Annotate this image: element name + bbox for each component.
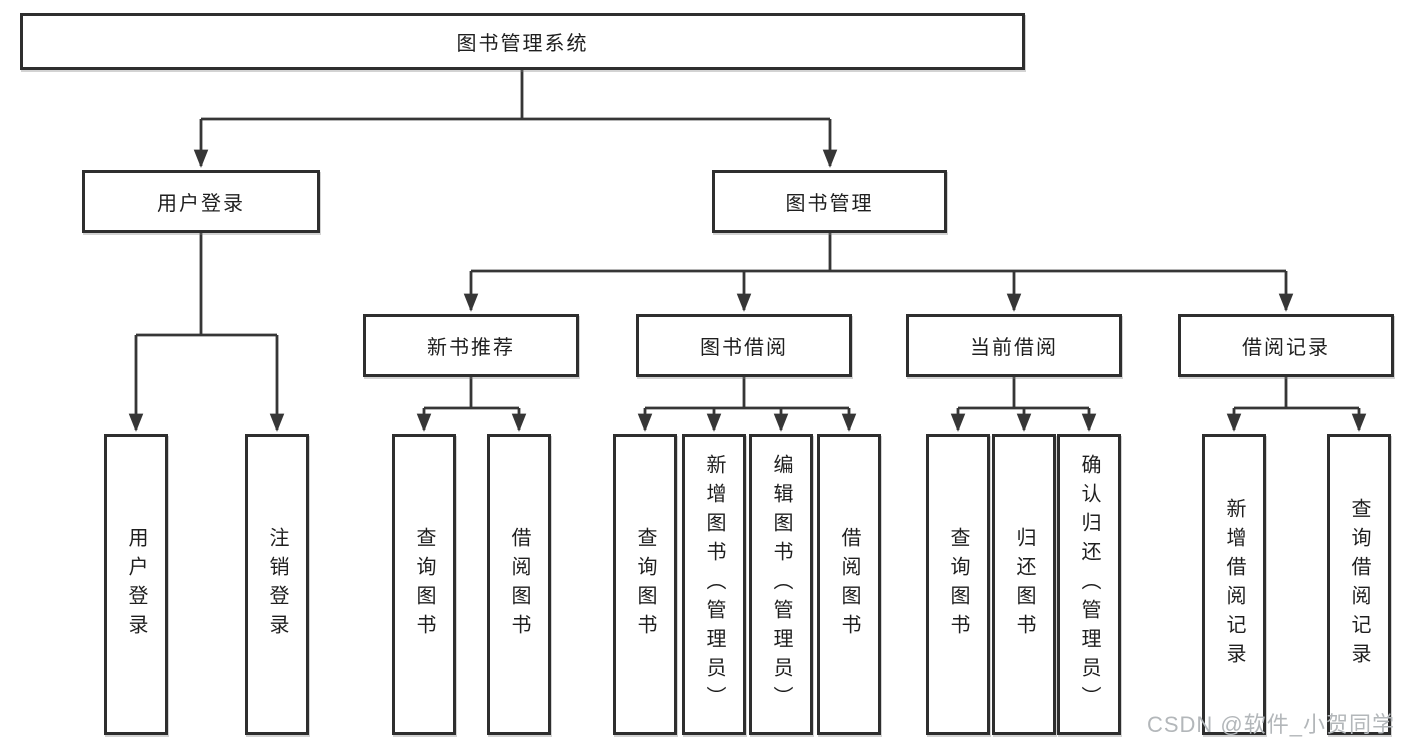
- leaf-query-books-borrow: 查询图书: [613, 434, 677, 735]
- node-user-login: 用户登录: [82, 170, 320, 233]
- node-user-login-label: 用户登录: [157, 193, 245, 215]
- node-root: 图书管理系统: [20, 13, 1025, 70]
- node-borrow-records-label: 借阅记录: [1242, 337, 1330, 359]
- leaf-label: 查询图书: [413, 526, 435, 643]
- leaf-user-login: 用户登录: [104, 434, 168, 735]
- leaf-label: 查询图书: [947, 526, 969, 643]
- leaf-label: 用户登录: [125, 526, 147, 643]
- leaf-label: 借阅图书: [838, 526, 860, 643]
- node-book-borrow-label: 图书借阅: [700, 337, 788, 359]
- node-current-borrow-label: 当前借阅: [970, 337, 1058, 359]
- node-new-book-recommend-label: 新书推荐: [427, 337, 515, 359]
- leaf-borrow-books-recommend: 借阅图书: [487, 434, 551, 735]
- node-book-management: 图书管理: [712, 170, 947, 233]
- leaf-borrow-books-borrow: 借阅图书: [817, 434, 881, 735]
- leaf-label: 确认归还（管理员）: [1078, 454, 1100, 715]
- leaf-label: 新增借阅记录: [1223, 497, 1245, 672]
- node-borrow-records: 借阅记录: [1178, 314, 1394, 377]
- leaf-label: 注销登录: [266, 526, 288, 643]
- leaf-logout: 注销登录: [245, 434, 309, 735]
- leaf-label: 借阅图书: [508, 526, 530, 643]
- watermark: CSDN @软件_小贺同学: [1146, 712, 1395, 737]
- leaf-label: 查询图书: [634, 526, 656, 643]
- leaf-query-books-current: 查询图书: [926, 434, 990, 735]
- node-book-management-label: 图书管理: [785, 193, 874, 215]
- leaf-edit-book-admin: 编辑图书（管理员）: [749, 434, 813, 735]
- leaf-query-borrow-record: 查询借阅记录: [1327, 434, 1391, 735]
- leaf-label: 新增图书（管理员）: [703, 454, 725, 715]
- node-new-book-recommend: 新书推荐: [363, 314, 579, 377]
- leaf-label: 查询借阅记录: [1348, 497, 1370, 672]
- node-root-label: 图书管理系统: [456, 33, 589, 55]
- leaf-add-book-admin: 新增图书（管理员）: [682, 434, 746, 735]
- leaf-label: 归还图书: [1013, 526, 1035, 643]
- node-book-borrow: 图书借阅: [636, 314, 852, 377]
- node-current-borrow: 当前借阅: [906, 314, 1122, 377]
- leaf-label: 编辑图书（管理员）: [770, 454, 792, 715]
- leaf-confirm-return-admin: 确认归还（管理员）: [1057, 434, 1121, 735]
- leaf-add-borrow-record: 新增借阅记录: [1202, 434, 1266, 735]
- leaf-query-books-recommend: 查询图书: [392, 434, 456, 735]
- leaf-return-books: 归还图书: [992, 434, 1056, 735]
